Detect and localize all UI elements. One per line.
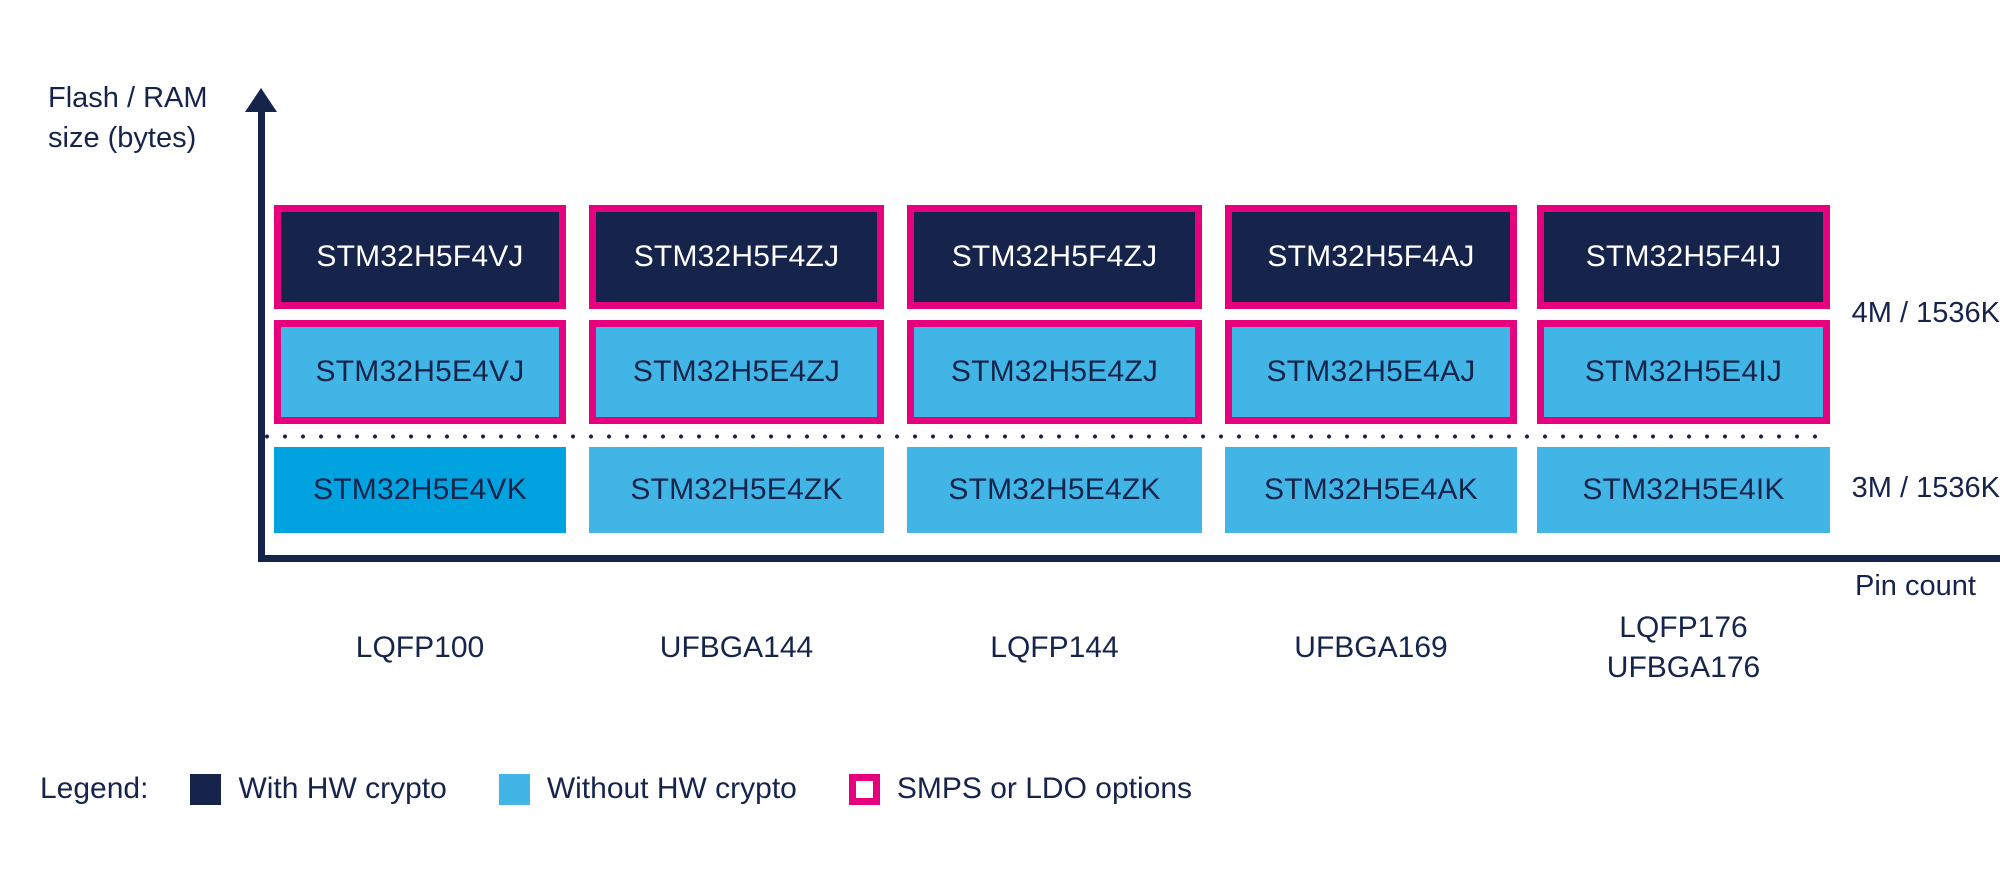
legend-item-with-hw-crypto: With HW crypto	[190, 772, 447, 806]
y-tick-4m: 4M / 1536K	[1851, 297, 2000, 329]
part-box[interactable]: STM32H5E4ZK	[907, 447, 1202, 533]
part-box[interactable]: STM32H5E4AK	[1225, 447, 1517, 533]
part-box[interactable]: STM32H5E4IJ	[1537, 320, 1830, 424]
tier-separator-dotted-line	[258, 434, 1830, 439]
y-axis-arrowhead	[245, 88, 277, 112]
part-box[interactable]: STM32H5E4VK	[274, 447, 566, 533]
category-label-lqfp176-ufbga176: LQFP176 UFBGA176	[1537, 608, 1830, 688]
legend-item-label: SMPS or LDO options	[896, 772, 1192, 805]
y-axis-line	[258, 104, 265, 562]
category-label-lqfp144: LQFP144	[907, 628, 1202, 668]
legend-item-label: With HW crypto	[238, 772, 447, 805]
part-box[interactable]: STM32H5F4IJ	[1537, 205, 1830, 309]
part-box[interactable]: STM32H5E4ZJ	[589, 320, 884, 424]
magenta-outline-square-icon	[848, 773, 880, 805]
blue-square-icon	[498, 773, 530, 805]
part-box[interactable]: STM32H5F4ZJ	[589, 205, 884, 309]
legend-item-without-hw-crypto: Without HW crypto	[498, 772, 797, 806]
y-axis-label-line2: size (bytes)	[48, 122, 197, 154]
category-label-ufbga144: UFBGA144	[589, 628, 884, 668]
part-box[interactable]: STM32H5E4IK	[1537, 447, 1830, 533]
x-axis-line	[258, 555, 2000, 562]
navy-square-icon	[190, 773, 222, 805]
part-box[interactable]: STM32H5F4VJ	[274, 205, 566, 309]
category-label-line1: UFBGA144	[659, 631, 814, 664]
legend-item-smps-or-ldo: SMPS or LDO options	[848, 772, 1192, 806]
category-label-line2: UFBGA176	[1606, 651, 1761, 684]
category-label-ufbga169: UFBGA169	[1225, 628, 1517, 668]
y-axis-label-line1: Flash / RAM	[48, 82, 208, 114]
part-box[interactable]: STM32H5E4ZK	[589, 447, 884, 533]
category-label-line1: LQFP144	[990, 631, 1119, 664]
y-tick-3m: 3M / 1536K	[1851, 472, 2000, 504]
legend-item-label: Without HW crypto	[546, 772, 797, 805]
legend-title: Legend:	[40, 772, 149, 805]
x-axis-label: Pin count	[1855, 570, 1976, 602]
y-axis-label: Flash / RAM size (bytes)	[48, 78, 258, 158]
legend: Legend: With HW crypto Without HW crypto…	[40, 772, 1244, 806]
part-box[interactable]: STM32H5E4AJ	[1225, 320, 1517, 424]
category-label-line1: LQFP100	[355, 631, 485, 664]
category-label-line1: LQFP176	[1619, 611, 1748, 644]
part-box[interactable]: STM32H5F4AJ	[1225, 205, 1517, 309]
part-box[interactable]: STM32H5E4VJ	[274, 320, 566, 424]
part-box[interactable]: STM32H5F4ZJ	[907, 205, 1202, 309]
category-label-lqfp100: LQFP100	[274, 628, 566, 668]
category-label-line1: UFBGA169	[1294, 631, 1448, 664]
part-box[interactable]: STM32H5E4ZJ	[907, 320, 1202, 424]
